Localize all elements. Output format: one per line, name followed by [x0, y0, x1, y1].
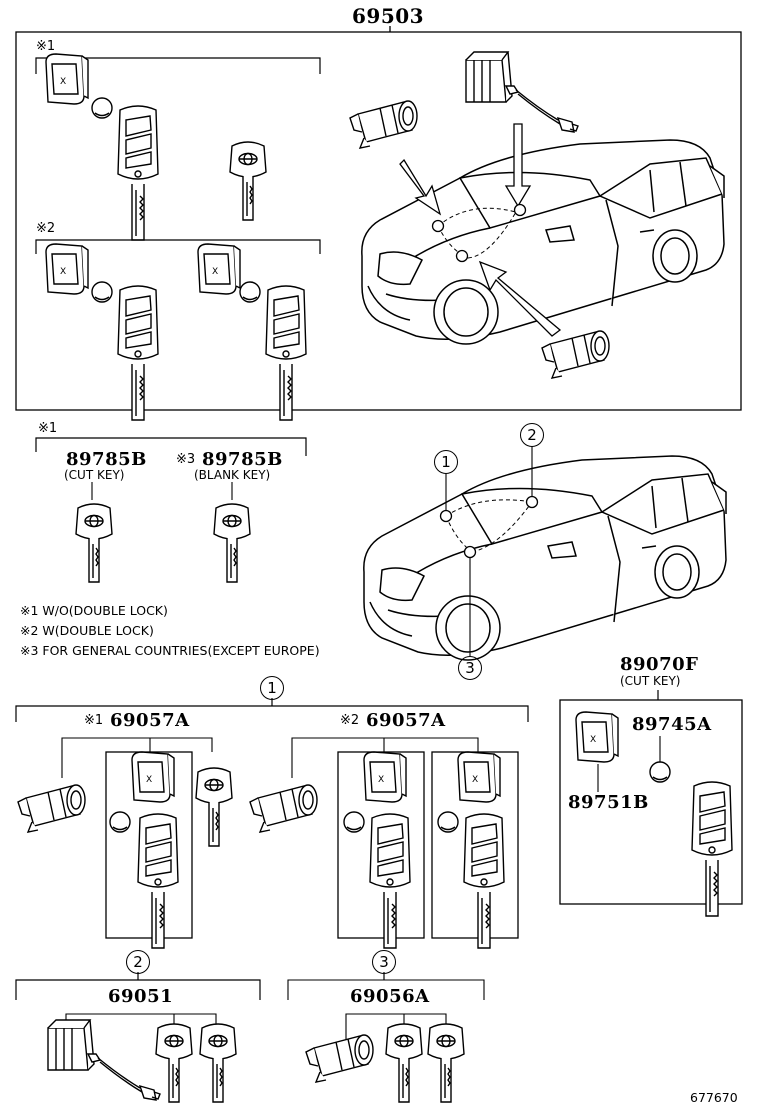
- cut-key-part-number: 89785B: [66, 449, 147, 470]
- set1-right-part: 69057A: [366, 710, 446, 731]
- group2-mark: ※2: [36, 221, 56, 236]
- callout-2: 2: [520, 423, 544, 447]
- blank-key-label: (BLANK KEY): [194, 468, 271, 482]
- note-2: ※2 W(DOUBLE LOCK): [20, 623, 154, 638]
- set1-left-mark: ※1: [84, 713, 104, 728]
- set2-part-number: 69051: [108, 986, 174, 1007]
- figure-id: 677670: [690, 1090, 738, 1105]
- set3-circle: 3: [372, 950, 396, 974]
- callout-3: 3: [458, 656, 482, 680]
- battery-part-number: 89745A: [632, 714, 712, 735]
- set2-circle: 2: [126, 950, 150, 974]
- note-3: ※3 FOR GENERAL COUNTRIES(EXCEPT EUROPE): [20, 643, 320, 658]
- set1-left-part: 69057A: [110, 710, 190, 731]
- blank-key-part-number: 89785B: [202, 449, 283, 470]
- main-part-number: 69503: [352, 4, 425, 28]
- right-panel-label: (CUT KEY): [620, 674, 681, 688]
- note-1: ※1 W/O(DOUBLE LOCK): [20, 603, 168, 618]
- blank-key-mark: ※3: [176, 452, 196, 467]
- callout-1: 1: [434, 450, 458, 474]
- cut-key-label: (CUT KEY): [64, 468, 125, 482]
- set3-part-number: 69056A: [350, 986, 430, 1007]
- set1-circle: 1: [260, 676, 284, 700]
- group1-mark: ※1: [36, 39, 56, 54]
- cover-part-number: 89751B: [568, 792, 649, 813]
- right-panel-part: 89070F: [620, 654, 699, 675]
- subgroup-mark: ※1: [38, 421, 58, 436]
- set1-right-mark: ※2: [340, 713, 360, 728]
